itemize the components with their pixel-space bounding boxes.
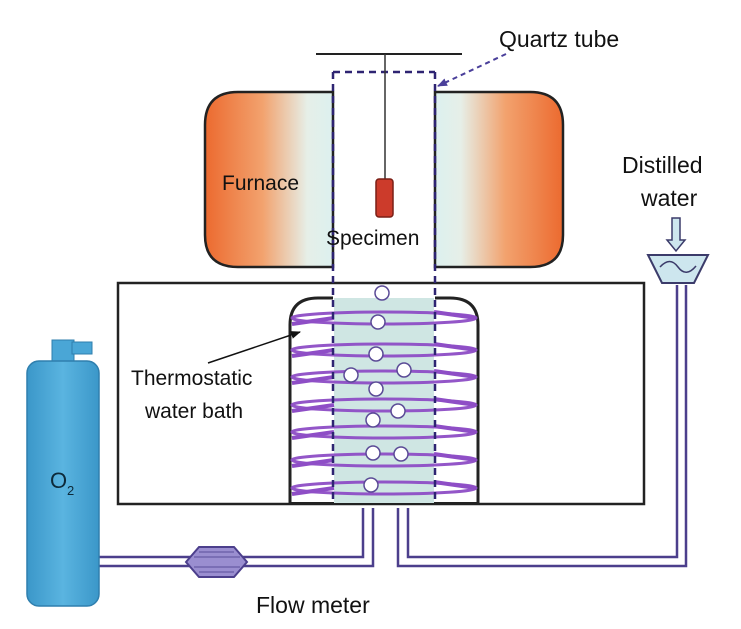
label-water-bath: water bath: [144, 400, 243, 423]
bubble: [374, 285, 390, 301]
bubble: [363, 477, 379, 493]
bubble: [343, 367, 359, 383]
bubble: [396, 362, 412, 378]
label-furnace: Furnace: [222, 172, 299, 195]
flow-meter-fins: [194, 551, 240, 573]
quartz-tube-leader: [437, 53, 507, 87]
label-thermostatic: Thermostatic: [131, 367, 252, 390]
bubble: [370, 314, 386, 330]
label-distilled: Distilled: [622, 152, 703, 178]
bubble: [368, 346, 384, 362]
flow-meter: [184, 546, 249, 578]
label-o2-subscript: 2: [67, 483, 74, 498]
water-pipe: [396, 285, 688, 568]
furnace: [203, 90, 565, 269]
bubble: [365, 412, 381, 428]
water-bath-leader: [207, 331, 301, 364]
label-specimen: Specimen: [326, 227, 419, 250]
label-quartz-tube: Quartz tube: [499, 26, 619, 52]
bath-inner-vessel: [288, 296, 480, 503]
inlet-arrow: [665, 217, 687, 253]
coil-front-segments: [291, 310, 477, 496]
specimen: [375, 178, 394, 218]
label-water: water: [640, 185, 698, 211]
bubble: [390, 403, 406, 419]
label-flow-meter: Flow meter: [256, 592, 370, 618]
oxygen-bubbles: [343, 285, 412, 493]
oxygen-cylinder: [26, 339, 100, 607]
bubble: [368, 381, 384, 397]
bubble: [365, 445, 381, 461]
bubble: [393, 446, 409, 462]
quartz-tube: [331, 70, 437, 503]
label-o2: O: [50, 468, 67, 493]
water-funnel: [646, 217, 710, 284]
